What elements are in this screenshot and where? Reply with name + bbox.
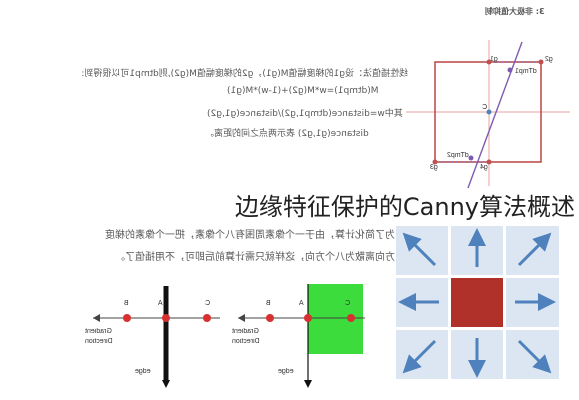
- page-title: 边缘特征保护的Canny算法概述: [208, 192, 579, 222]
- text-line-4: distance(g1,g2) 表示两点之间的距离。: [205, 129, 369, 139]
- edge-diagram-left: [93, 286, 220, 388]
- left-label-c: C: [205, 300, 211, 307]
- corner-label: 3: 非极大值抑制: [485, 7, 545, 16]
- label-dtmp2: dTmp2: [447, 152, 469, 159]
- point-dtmp1: [507, 67, 513, 73]
- arrow-up-right-icon: [517, 232, 552, 267]
- label-g3: g3: [430, 164, 438, 171]
- arrow-down-right-icon: [517, 339, 552, 374]
- point-b: [123, 314, 131, 322]
- arrow-up-left-icon: [402, 232, 437, 267]
- text-line-1: 线性插值法：设g1的梯度幅值M(g1)，g2的梯度幅值M(g2),则dtmp1可…: [81, 69, 408, 79]
- right-label-direction: Direction: [232, 338, 260, 345]
- point-dtmp2: [468, 155, 474, 161]
- point-c: [203, 314, 211, 322]
- caption-line-1: 为了简化计算，由于一个像素周围有八个像素，把一个像素的梯度: [105, 230, 395, 241]
- right-label-gradient: Gradient: [232, 328, 259, 335]
- label-g4: g4: [480, 164, 488, 171]
- point-a: [162, 314, 170, 322]
- point-g4: [486, 159, 492, 165]
- left-label-b: B: [124, 300, 129, 307]
- edge-diagram-right: [238, 284, 365, 388]
- left-label-gradient: Gradient: [85, 328, 112, 335]
- left-label-direction: Direction: [85, 338, 113, 345]
- right-label-c: C: [345, 300, 351, 307]
- left-label-a: A: [158, 300, 163, 307]
- direction-grid: [396, 226, 559, 379]
- point-g3: [432, 159, 438, 165]
- edge-arrowhead: [304, 380, 312, 388]
- text-line-3: 其中w=distance(dtmp1,g2)/distance(g1,g2): [207, 109, 403, 119]
- label-c: C: [482, 104, 488, 111]
- point-a: [304, 314, 312, 322]
- label-g2: g2: [545, 56, 553, 63]
- right-label-a: A: [299, 300, 304, 307]
- gradient-arrowhead: [238, 314, 245, 322]
- edge-arrowhead: [162, 380, 170, 388]
- label-dtmp1: dTmp1: [515, 68, 537, 75]
- gradient-line: [467, 41, 523, 189]
- gradient-arrowhead: [93, 314, 100, 322]
- text-line-2: M(dtmp1)=w*M(g2)+(1-w)*M(g1): [227, 86, 379, 96]
- label-g1: g1: [490, 56, 498, 63]
- point-c: [347, 314, 355, 322]
- point-c: [486, 109, 492, 115]
- caption-line-2: 方向离散为八个方向，这样就只需计算前后即可，不用插值了。: [115, 252, 395, 263]
- tile-center: [451, 278, 503, 327]
- top-panel: 3: 非极大值抑制 线性插值法：设g1的梯度幅值M(g1)，g2的梯度幅值M(g…: [0, 0, 579, 192]
- interpolation-diagram: [406, 40, 570, 189]
- bottom-left-panel: 为了简化计算，由于一个像素周围有八个像素，把一个像素的梯度 方向离散为八个方向，…: [0, 222, 395, 400]
- right-label-edge: edge: [278, 368, 294, 375]
- point-g2: [538, 59, 544, 65]
- left-label-edge: edge: [135, 368, 151, 375]
- arrow-down-left-icon: [402, 339, 437, 374]
- point-g1: [486, 59, 492, 65]
- right-label-b: B: [266, 300, 271, 307]
- point-b: [266, 314, 274, 322]
